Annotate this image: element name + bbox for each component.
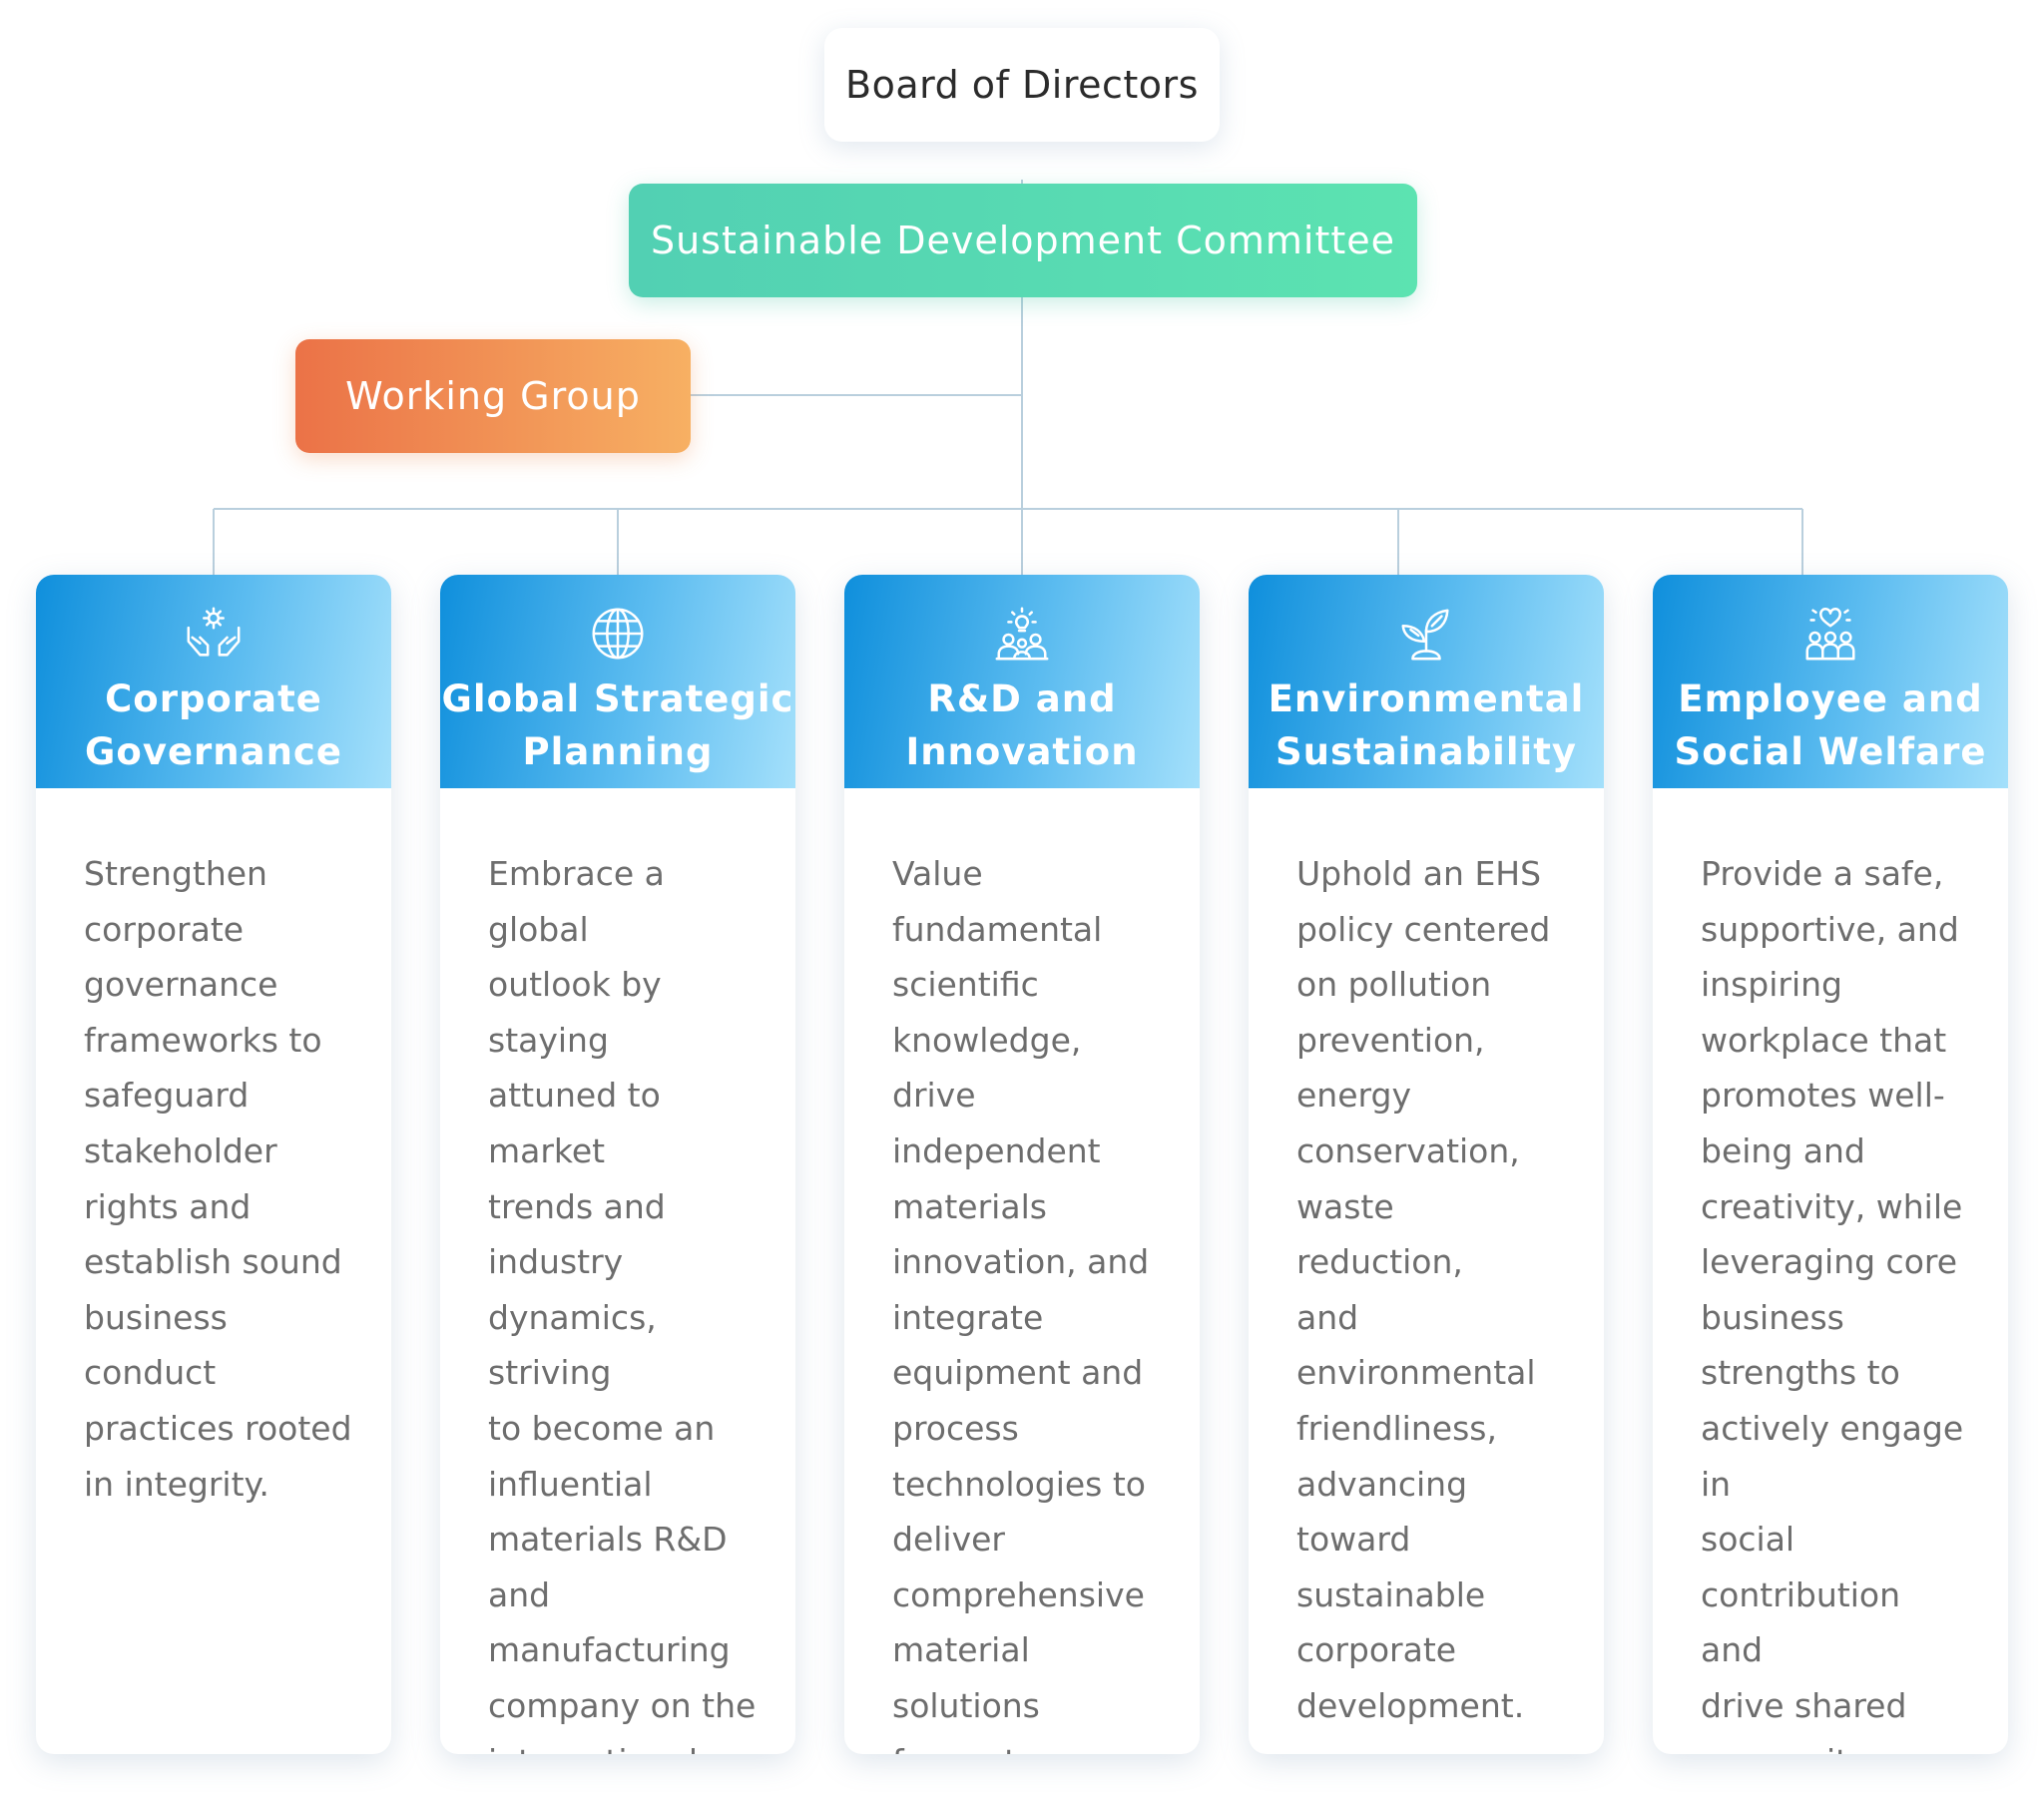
hands-gear-icon [187, 607, 241, 657]
department-card-header: Employee and Social Welfare [1653, 575, 2008, 788]
board-of-directors-box: Board of Directors [824, 28, 1220, 142]
board-label: Board of Directors [845, 63, 1199, 107]
globe-icon [592, 608, 644, 660]
department-description: Embrace a global outlook by staying attu… [488, 854, 757, 1754]
committee-label: Sustainable Development Committee [650, 219, 1396, 262]
department-card-header: R&D and Innovation [844, 575, 1200, 788]
department-title: Environmental Sustainability [1268, 677, 1585, 773]
department-card-header: Corporate Governance [36, 575, 391, 788]
sustainable-development-committee-box: Sustainable Development Committee [629, 184, 1417, 297]
department-card-corporate-governance: Corporate Governance Strengthen corporat… [36, 575, 391, 1754]
department-title: Global Strategic Planning [441, 677, 794, 773]
working-group-label: Working Group [345, 374, 641, 418]
department-card-environmental-sustainability: Environmental Sustainability Uphold an E… [1249, 575, 1604, 1754]
department-title: Corporate Governance [85, 677, 342, 773]
department-description: Provide a safe, supportive, and inspirin… [1701, 854, 1964, 1754]
department-card-header: Global Strategic Planning [440, 575, 795, 788]
department-description: Strengthen corporate governance framewor… [84, 854, 352, 1504]
department-description: Value fundamental scientific knowledge, … [892, 854, 1150, 1754]
department-card-rd-innovation: R&D and Innovation Value fundamental sci… [844, 575, 1200, 1754]
working-group-box: Working Group [295, 339, 691, 453]
department-card-header: Environmental Sustainability [1249, 575, 1604, 788]
department-card-global-strategic-planning: Global Strategic Planning Embrace a glob… [440, 575, 795, 1754]
department-description: Uphold an EHS policy centered on polluti… [1296, 854, 1551, 1725]
plant-sprout-icon [1401, 609, 1449, 661]
people-heart-icon [1805, 608, 1855, 661]
department-title: Employee and Social Welfare [1674, 677, 1987, 773]
department-title: R&D and Innovation [905, 677, 1139, 773]
department-card-employee-social-welfare: Employee and Social Welfare Provide a sa… [1653, 575, 2008, 1754]
team-lightbulb-icon [995, 607, 1049, 661]
